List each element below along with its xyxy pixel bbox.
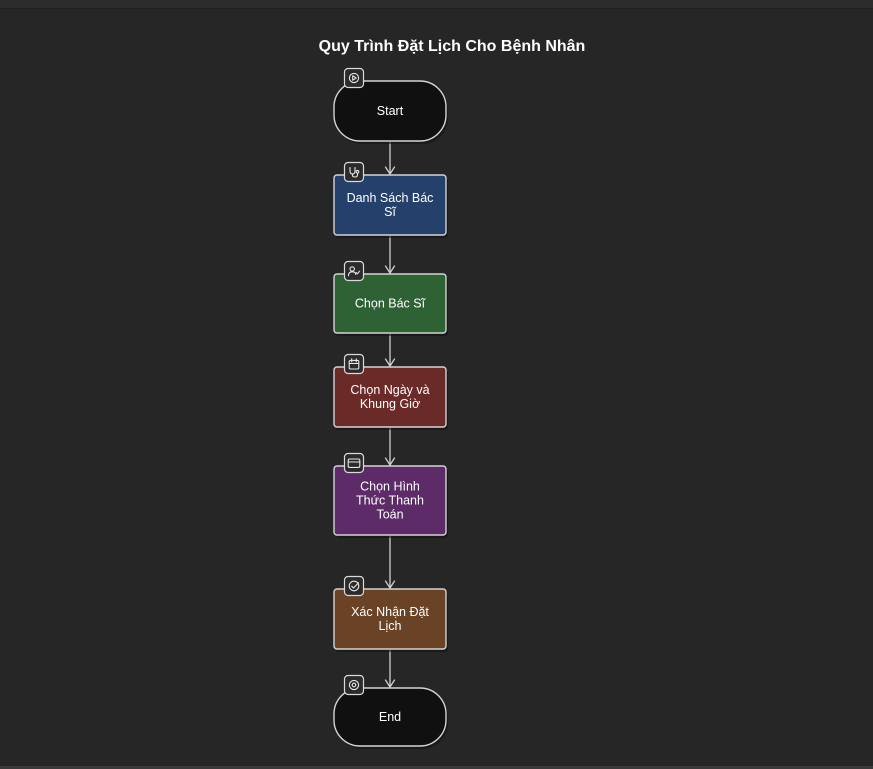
node-label-choose-payment: Thức Thanh (356, 494, 424, 508)
node-box-end (333, 687, 447, 747)
node-label-confirm: Xác Nhận Đặt (351, 605, 429, 619)
node-box-choose-doctor (333, 273, 447, 334)
arrowhead (384, 166, 396, 175)
node-label-doctor-list: Sĩ (384, 205, 396, 219)
calendar-icon (343, 353, 365, 375)
node-label-end: End (379, 710, 401, 724)
credit-card-icon (343, 452, 365, 474)
node-label-choose-doctor: Chọn Bác Sĩ (355, 297, 426, 311)
stop-circle-icon (343, 674, 365, 696)
node-label-confirm: Lịch (379, 619, 402, 633)
node-box-choose-payment (333, 465, 447, 536)
edge-choose-payment-to-confirm (384, 536, 396, 589)
node-label-choose-payment: Toán (376, 508, 403, 522)
node-box-doctor-list (333, 174, 447, 236)
edge-start-to-doctor-list (384, 142, 396, 175)
node-label-choose-time: Khung Giờ (360, 397, 420, 411)
arrowhead (384, 679, 396, 688)
arrowhead (384, 358, 396, 367)
arrowhead (384, 265, 396, 274)
flow-node-end: End (333, 674, 448, 749)
edge-doctor-list-to-choose-doctor (384, 236, 396, 274)
window-top-bar (0, 0, 873, 9)
node-label-start: Start (377, 104, 404, 118)
user-check-icon (343, 260, 365, 282)
arrowhead (384, 457, 396, 466)
edge-choose-time-to-choose-payment (384, 428, 396, 466)
edge-confirm-to-end (384, 650, 396, 688)
flow-node-choose-doctor: Chọn Bác Sĩ (333, 260, 448, 336)
flowchart-edges (384, 142, 396, 688)
node-box-start (333, 80, 447, 142)
node-label-choose-time: Chọn Ngày và (350, 383, 429, 397)
node-box-confirm (333, 588, 447, 650)
flow-node-start: Start (333, 67, 448, 144)
arrowhead (384, 580, 396, 589)
node-label-choose-payment: Chọn Hình (360, 480, 420, 494)
window-bottom-bar (0, 766, 873, 769)
stethoscope-icon (343, 161, 365, 183)
node-label-doctor-list: Danh Sách Bác (347, 191, 434, 205)
node-box-choose-time (333, 366, 447, 428)
check-circle-icon (343, 575, 365, 597)
diagram-title: Quy Trình Đặt Lịch Cho Bệnh Nhân (318, 38, 586, 55)
play-icon (343, 67, 365, 89)
edge-choose-doctor-to-choose-time (384, 334, 396, 367)
